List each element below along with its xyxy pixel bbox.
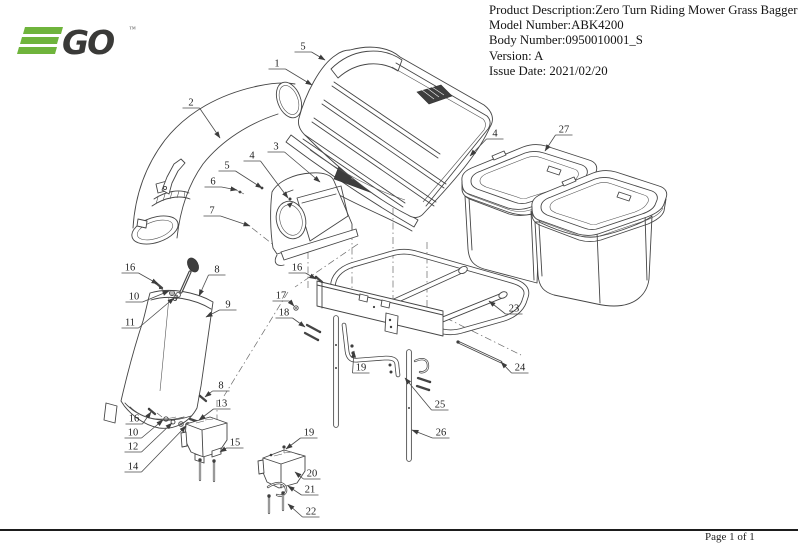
callout-number-16: 16 (129, 414, 140, 425)
callout-25: 25 (404, 377, 449, 411)
callout-number-21: 21 (305, 485, 316, 496)
callout-11: 11 (121, 297, 175, 329)
callout-20: 20 (294, 469, 321, 480)
chute-handle-lever (161, 158, 186, 195)
callout-10: 10 (125, 290, 170, 303)
lid-cover (297, 46, 493, 218)
callout-4: 4 (243, 151, 289, 199)
logo-go-text: GO (62, 23, 114, 62)
lower-chute (103, 257, 214, 429)
callout-27: 27 (544, 125, 573, 152)
callout-4: 4 (469, 129, 504, 157)
callout-number-22: 22 (306, 507, 317, 518)
inlet-housing (235, 172, 359, 266)
callout-number-12: 12 (128, 442, 139, 453)
fasteners (147, 281, 191, 428)
lid-ribs (302, 81, 447, 208)
model-number: Model Number:ABK4200 (489, 18, 624, 33)
callout-number-14: 14 (128, 462, 139, 473)
page-number: Page 1 of 1 (705, 531, 755, 543)
logo-e-bars (17, 27, 63, 54)
callout-number-9: 9 (225, 300, 230, 311)
version: Version: A (489, 48, 544, 63)
chute-top-opening (275, 81, 303, 119)
callout-19: 19 (285, 428, 318, 450)
legs (293, 275, 432, 462)
callout-number-5: 5 (224, 161, 229, 172)
callout-number-11: 11 (125, 318, 135, 329)
callout-number-18: 18 (279, 308, 290, 319)
callout-number-25: 25 (435, 400, 446, 411)
callout-number-20: 20 (307, 469, 318, 480)
callout-number-13: 13 (217, 399, 228, 410)
body-number: Body Number:0950010001_S (489, 33, 643, 48)
callout-16: 16 (288, 263, 317, 280)
callout-17: 17 (272, 291, 295, 307)
upper-chute (131, 81, 303, 245)
right-bin (531, 170, 668, 307)
issue-date: Issue Date: 2021/02/20 (489, 63, 608, 78)
callout-1: 1 (268, 59, 313, 86)
callout-8: 8 (204, 381, 230, 398)
callout-8: 8 (198, 265, 226, 297)
callout-3: 3 (267, 142, 321, 183)
callout-number-8: 8 (218, 381, 223, 392)
callout-number-26: 26 (436, 428, 447, 439)
callout-number-2: 2 (188, 98, 193, 109)
callout-number-15: 15 (230, 438, 241, 449)
frame (316, 248, 530, 364)
callout-number-4: 4 (249, 151, 255, 162)
callout-number-7: 7 (209, 206, 214, 217)
right-bracket (257, 445, 306, 515)
callout-12: 12 (124, 422, 173, 453)
callout-16: 16 (125, 411, 152, 425)
product-description: Product Description:Zero Turn Riding Mow… (489, 3, 798, 17)
callout-26: 26 (411, 428, 450, 439)
frame-beam (316, 280, 444, 337)
callout-number-16: 16 (292, 263, 303, 274)
callout-16: 16 (121, 263, 159, 285)
logo-trademark: ™ (129, 25, 136, 33)
callout-5: 5 (294, 42, 326, 61)
callout-number-10: 10 (128, 428, 139, 439)
callout-number-16: 16 (125, 263, 136, 274)
product-info-block: Product Description:Zero Turn Riding Mow… (489, 3, 798, 79)
callout-number-19: 19 (304, 428, 315, 439)
callout-number-1: 1 (274, 59, 279, 70)
callout-number-17: 17 (276, 291, 287, 302)
ego-logo: GO ™ (17, 23, 136, 62)
callout-13: 13 (198, 399, 231, 421)
callout-number-3: 3 (273, 142, 278, 153)
callout-9: 9 (205, 300, 237, 318)
callout-10: 10 (124, 419, 164, 439)
callout-number-27: 27 (559, 125, 570, 136)
callout-number-19: 19 (356, 363, 367, 374)
callout-number-10: 10 (129, 292, 140, 303)
callout-2: 2 (182, 98, 221, 139)
callout-number-8: 8 (214, 265, 219, 276)
callout-number-24: 24 (515, 363, 526, 374)
callout-18: 18 (275, 308, 306, 328)
housing-sill (280, 228, 359, 261)
callout-22: 22 (287, 503, 320, 518)
callout-23: 23 (488, 300, 523, 315)
chute-bottom-opening (131, 215, 179, 245)
callout-number-23: 23 (509, 304, 520, 315)
callout-number-4: 4 (492, 129, 498, 140)
callout-24: 24 (500, 361, 529, 374)
callout-21: 21 (287, 485, 319, 496)
callout-15: 15 (219, 438, 244, 453)
callout-5: 5 (218, 161, 263, 189)
callout-number-5: 5 (300, 42, 305, 53)
callout-19: 19 (351, 350, 370, 374)
callout-number-6: 6 (210, 177, 215, 188)
callout-14: 14 (124, 425, 187, 473)
footer-rule (0, 529, 798, 531)
callout-6: 6 (204, 177, 238, 192)
callout-7: 7 (203, 206, 251, 227)
chute-knob (187, 257, 199, 273)
left-bracket (180, 416, 228, 483)
